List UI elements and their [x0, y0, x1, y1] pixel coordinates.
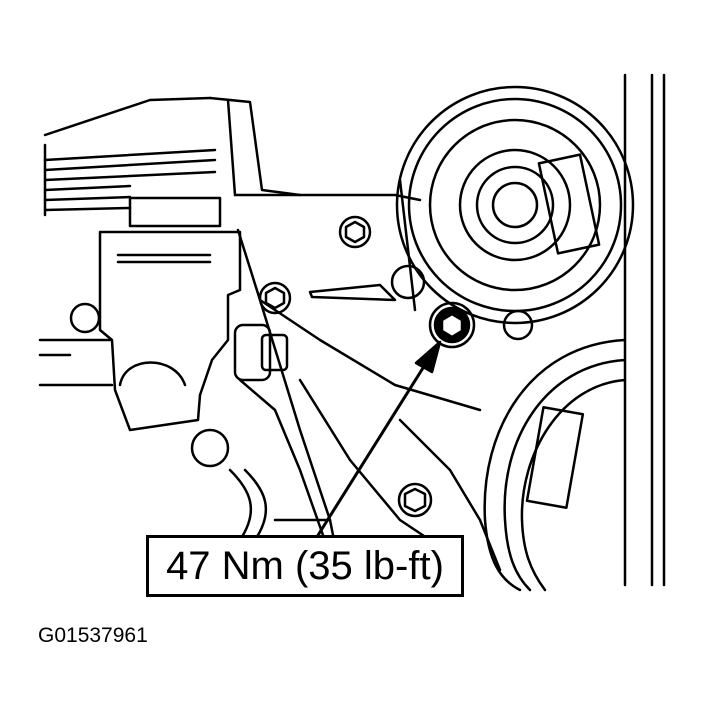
- upper-left-ribs: [43, 96, 217, 217]
- indicator-pointer: [308, 283, 397, 302]
- timing-cover-outline: [208, 96, 502, 572]
- sensor-connector: [228, 323, 337, 547]
- torque-callout-label: 47 Nm (35 lb-ft): [166, 543, 444, 588]
- tensioner-pulley: [395, 85, 635, 325]
- lower-pulley: [483, 338, 627, 592]
- right-housing-edges: [623, 73, 666, 587]
- cover-bolts: [258, 215, 534, 518]
- thermostat-housing: [38, 196, 242, 468]
- figure-id: G01537961: [38, 624, 148, 647]
- tensioner-bolt: [428, 301, 476, 349]
- callout-arrow: [313, 340, 442, 542]
- torque-callout: 47 Nm (35 lb-ft): [146, 535, 464, 597]
